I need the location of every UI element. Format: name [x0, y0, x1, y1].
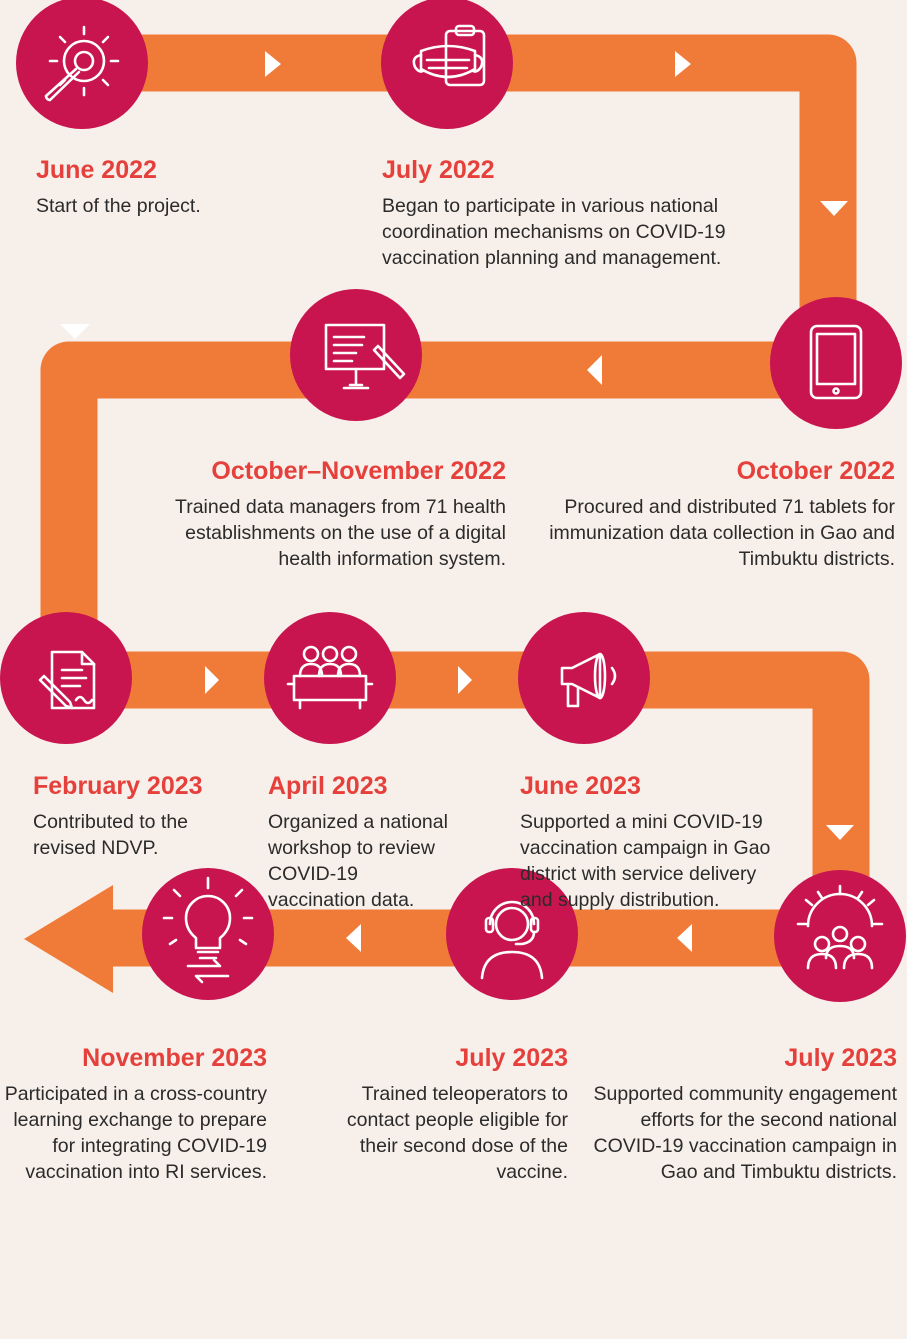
track-row-2: [40, 341, 828, 680]
milestone-june-2022: June 2022 Start of the project.: [36, 155, 336, 219]
milestone-circle-july-2023-teleoperators: [446, 868, 578, 1000]
milestone-description: Start of the project.: [36, 195, 201, 217]
milestone-description: Trained data managers from 71 health est…: [175, 496, 506, 570]
direction-arrow: [60, 324, 90, 339]
milestone-date: July 2022: [382, 156, 495, 184]
milestone-february-2023: February 2023 Contributed to the revised…: [33, 771, 238, 861]
direction-arrow: [820, 201, 848, 216]
direction-arrow: [675, 51, 691, 77]
direction-arrow: [826, 825, 854, 840]
track-row-1: [66, 34, 857, 370]
milestone-date: April 2023: [268, 772, 388, 800]
milestone-description: Procured and distributed 71 tablets for …: [549, 496, 895, 570]
milestone-july-2023-community: July 2023 Supported community engagement…: [592, 1043, 897, 1185]
milestone-description: Began to participate in various national…: [382, 195, 726, 269]
milestone-description: Trained teleoperators to contact people …: [346, 1083, 568, 1183]
document-signature-icon: [38, 650, 96, 710]
direction-arrow: [346, 924, 361, 952]
direction-arrow: [265, 51, 281, 77]
direction-arrow: [458, 666, 472, 694]
direction-arrow: [677, 924, 692, 952]
timeline-end-arrow-head: [24, 885, 113, 993]
milestone-circle-july-2023-community: [774, 870, 906, 1002]
workshop-panel-icon: [286, 645, 374, 710]
milestone-date: October 2022: [736, 457, 895, 485]
milestone-november-2023: November 2023 Participated in a cross-co…: [0, 1043, 267, 1185]
milestone-date: June 2022: [36, 156, 157, 184]
mask-clipboard-icon: [412, 24, 486, 87]
milestone-circle-november-2023: [142, 868, 274, 1000]
milestone-date: July 2023: [455, 1044, 568, 1072]
milestone-october-2022: October 2022 Procured and distributed 71…: [548, 456, 895, 572]
milestone-description: Contributed to the revised NDVP.: [33, 811, 189, 859]
milestone-description: Supported a mini COVID-19 vaccination ca…: [520, 811, 771, 911]
milestone-date: November 2023: [82, 1044, 267, 1072]
direction-arrow: [205, 666, 219, 694]
lightbulb-exchange-icon: [162, 876, 254, 984]
milestone-october-november-2022: October–November 2022 Trained data manag…: [142, 456, 506, 572]
milestone-circle-april-2023: [264, 612, 396, 744]
milestone-circle-june-2023: [518, 612, 650, 744]
milestone-description: Participated in a cross-country learning…: [4, 1083, 267, 1183]
milestone-date: February 2023: [33, 772, 203, 800]
milestone-circle-october-november-2022: [290, 289, 422, 421]
community-gear-icon: [796, 884, 884, 970]
milestone-circle-july-2022: [381, 0, 513, 129]
milestone-circle-june-2022: [16, 0, 148, 129]
megaphone-icon: [560, 652, 617, 708]
milestone-circle-october-2022: [770, 297, 902, 429]
milestone-description: Organized a national workshop to review …: [268, 811, 448, 911]
headset-operator-icon: [480, 900, 544, 980]
milestone-date: October–November 2022: [211, 457, 506, 485]
presentation-board-icon: [324, 323, 406, 390]
milestone-april-2023: April 2023 Organized a national workshop…: [268, 771, 483, 913]
gear-wrench-icon: [44, 25, 120, 102]
milestone-date: July 2023: [784, 1044, 897, 1072]
milestone-july-2022: July 2022 Began to participate in variou…: [382, 155, 782, 271]
milestone-description: Supported community engagement efforts f…: [593, 1083, 897, 1183]
milestone-circle-february-2023: [0, 612, 132, 744]
milestone-july-2023-teleoperators: July 2023 Trained teleoperators to conta…: [315, 1043, 568, 1185]
milestone-june-2023: June 2023 Supported a mini COVID-19 vacc…: [520, 771, 790, 913]
direction-arrow: [587, 355, 602, 385]
milestone-date: June 2023: [520, 772, 641, 800]
tablet-icon: [809, 324, 863, 400]
